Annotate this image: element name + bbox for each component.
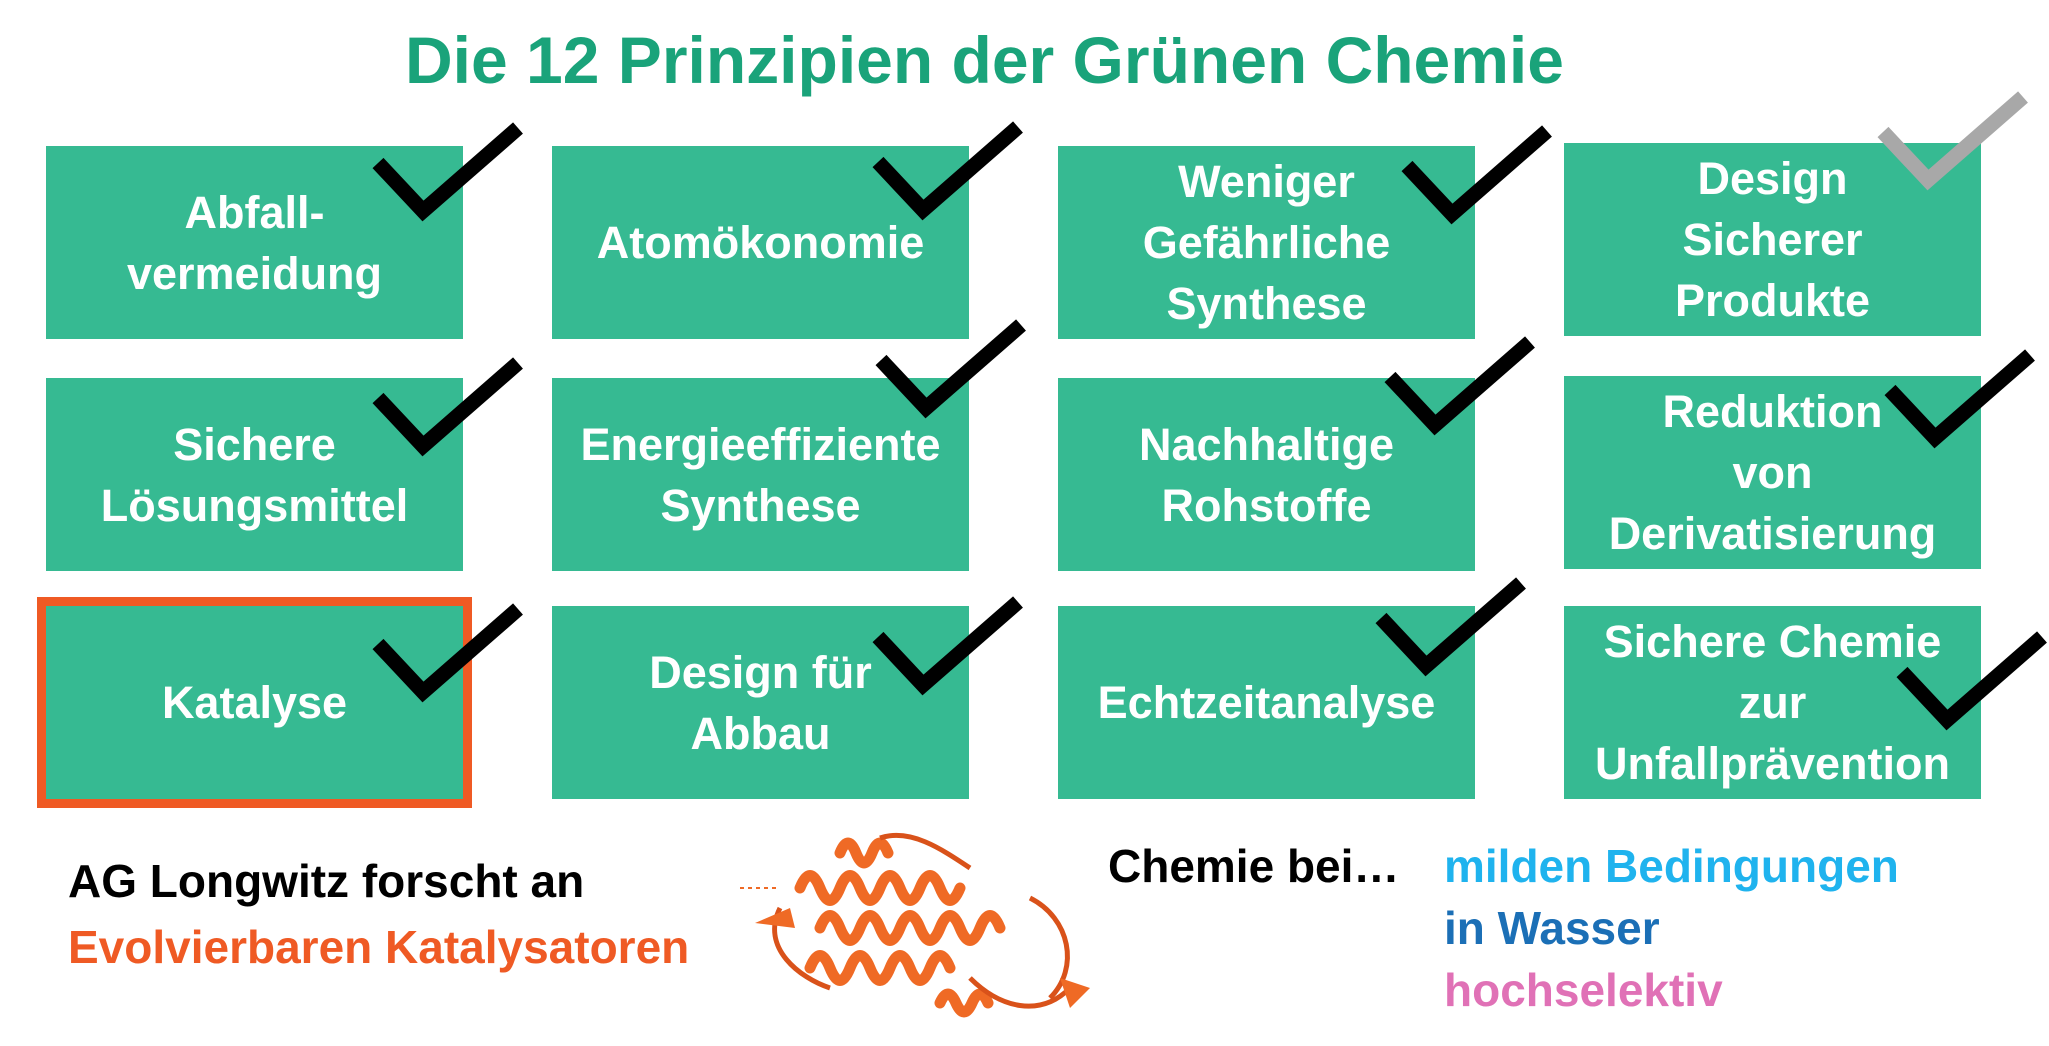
principle-tile-12: Sichere Chemie zur Unfallprävention: [1564, 606, 1981, 799]
conditions-spacer: [1108, 897, 1444, 959]
research-line-1: AG Longwitz forscht an: [68, 855, 585, 907]
principle-tile-8: Reduktion von Derivatisierung: [1564, 376, 1981, 569]
condition-selective: hochselektiv: [1444, 964, 1723, 1016]
principle-tile-6: Energieeffiziente Synthese: [552, 378, 969, 571]
principle-tile-10: Design für Abbau: [552, 606, 969, 799]
conditions-lead: Chemie bei…: [1108, 840, 1400, 892]
principle-tile-2: Atomökonomie: [552, 146, 969, 339]
principle-label: Reduktion von Derivatisierung: [1608, 386, 1937, 559]
principle-label: Katalyse: [161, 677, 348, 728]
principle-label: Abfall- vermeidung: [126, 186, 383, 299]
principle-tile-11: Echtzeitanalyse: [1058, 606, 1475, 799]
principle-tile-7: Nachhaltige Rohstoffe: [1058, 378, 1475, 571]
principle-label: Echtzeitanalyse: [1097, 677, 1436, 728]
conditions-list: Chemie bei… milden Bedingungen in Wasser…: [1108, 835, 1899, 1021]
protein-structure-image: [740, 828, 1120, 1033]
research-line-2: Evolvierbaren Katalysatoren: [68, 921, 690, 973]
research-statement: AG Longwitz forscht an Evolvierbaren Kat…: [68, 848, 689, 980]
principle-label: Energieeffiziente Synthese: [580, 418, 941, 531]
principle-tile-1: Abfall- vermeidung: [46, 146, 463, 339]
condition-mild: milden Bedingungen: [1444, 840, 1899, 892]
page-title: Die 12 Prinzipien der Grünen Chemie: [405, 23, 1564, 97]
principle-label: Design für Abbau: [649, 646, 872, 759]
principle-label: Weniger Gefährliche Synthese: [1142, 156, 1391, 329]
principle-label: Atomökonomie: [596, 217, 925, 268]
principle-label: Nachhaltige Rohstoffe: [1138, 418, 1395, 531]
principle-label: Sichere Lösungsmittel: [100, 418, 409, 531]
principle-label: Design Sicherer Produkte: [1674, 153, 1871, 326]
principle-tile-5: Sichere Lösungsmittel: [46, 378, 463, 571]
principle-tile-4: Design Sicherer Produkte: [1564, 143, 1981, 336]
conditions-spacer: [1108, 959, 1444, 1021]
principle-tile-9: Katalyse: [37, 597, 472, 808]
condition-water: in Wasser: [1444, 902, 1660, 954]
principle-label: Sichere Chemie zur Unfallprävention: [1594, 616, 1951, 789]
principle-tile-3: Weniger Gefährliche Synthese: [1058, 146, 1475, 339]
